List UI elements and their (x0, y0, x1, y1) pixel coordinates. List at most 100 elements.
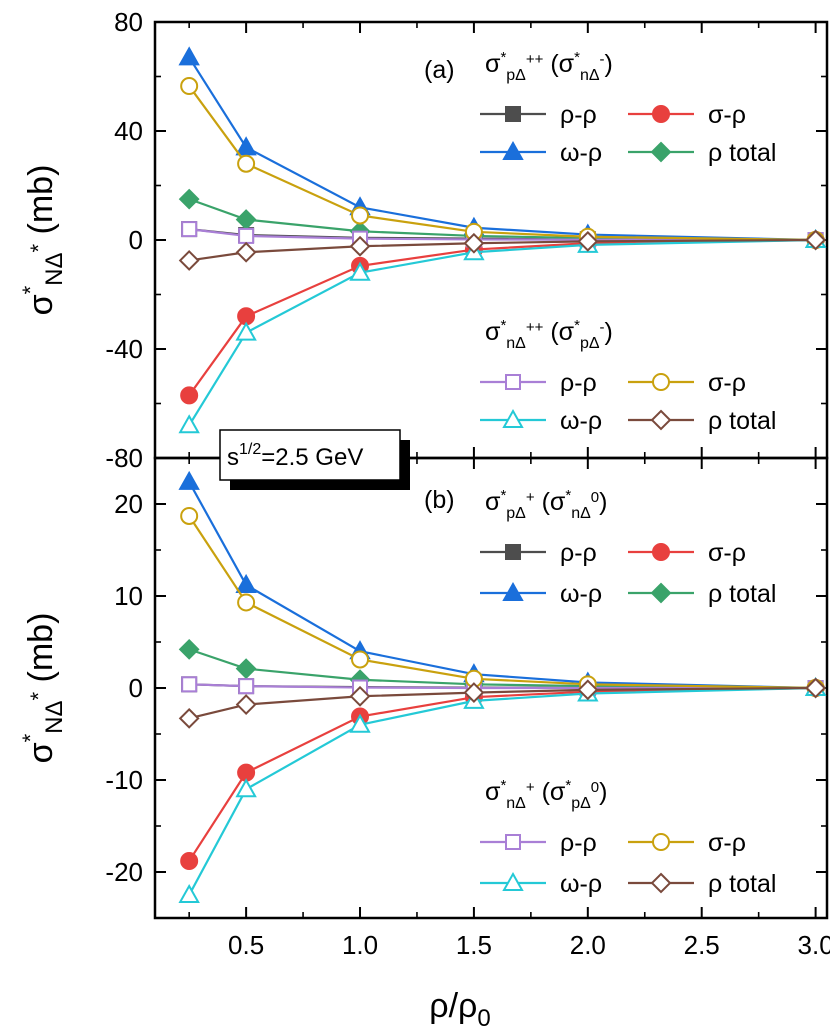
series-line (188, 85, 816, 242)
data-point (237, 154, 256, 173)
legend-marker (505, 544, 521, 560)
legend-header-0: σ*pΔ+ (σ*nΔ0) (485, 487, 607, 522)
x-tick-label: 2.5 (684, 930, 720, 960)
series-line (188, 515, 816, 690)
legend-label: ρ total (708, 407, 776, 435)
data-point (237, 593, 256, 612)
legend-label: σ-ρ (708, 101, 746, 129)
data-point (577, 679, 599, 701)
y-axis-label: σ*NΔ* (mb) (18, 165, 68, 316)
legend-label: σ-ρ (708, 539, 746, 567)
data-point (235, 241, 257, 263)
legend-label: ρ-ρ (560, 101, 597, 129)
legend-header-1: σ*nΔ+ (σ*pΔ0) (485, 777, 607, 812)
legend-marker (505, 834, 521, 850)
legend-label: σ-ρ (708, 829, 746, 857)
legend-entry: σ-ρ (628, 829, 746, 857)
data-point (178, 188, 200, 210)
legend-entry: ρ total (628, 407, 776, 435)
legend-label: ρ total (708, 870, 776, 898)
data-point (178, 883, 200, 903)
legend-marker (650, 409, 672, 431)
panel-label: (b) (424, 486, 455, 514)
data-point (180, 386, 199, 405)
legend-entry: ω-ρ (480, 580, 602, 608)
legend-entry: ρ total (628, 580, 776, 608)
legend-marker (505, 106, 521, 122)
legend-entry: σ-ρ (628, 539, 746, 567)
series-line (188, 648, 816, 690)
series-line (188, 686, 816, 862)
legend-entry: ρ total (628, 870, 776, 898)
data-point (235, 321, 257, 341)
series-line (188, 686, 816, 720)
legend-entry: σ-ρ (628, 101, 746, 129)
data-point (351, 650, 370, 669)
data-point (463, 232, 485, 254)
data-point (235, 694, 257, 715)
legend-marker (502, 871, 524, 891)
panel-label: (a) (424, 56, 455, 84)
series-line (188, 238, 816, 396)
legend-marker (652, 833, 670, 851)
legend-label: ρ total (708, 139, 776, 167)
legend-label: σ-ρ (708, 369, 746, 397)
y-tick-label: 40 (114, 116, 143, 146)
legend-label: ω-ρ (560, 580, 602, 608)
data-point (178, 638, 200, 660)
data-point (235, 778, 257, 798)
series-line (188, 686, 816, 896)
energy-annotation: s1/2=2.5 GeV (219, 429, 410, 490)
legend-marker (652, 373, 670, 391)
legend-label: ρ-ρ (560, 369, 597, 397)
y-tick-label: -80 (105, 443, 143, 473)
y-tick-label: 10 (114, 581, 143, 611)
legend-entry: ω-ρ (480, 139, 602, 167)
y-axis-label: σ*NΔ* (mb) (18, 613, 68, 764)
data-point (181, 676, 198, 693)
series-line (188, 481, 816, 690)
legend-label: ω-ρ (560, 139, 602, 167)
legend-entry: σ-ρ (628, 369, 746, 397)
legend-header-1: σ*nΔ++ (σ*pΔ-) (485, 317, 613, 352)
data-point (805, 677, 827, 699)
legend-label: ω-ρ (560, 407, 602, 435)
data-point (349, 261, 371, 281)
legend-entry: ρ-ρ (480, 369, 597, 397)
data-point (351, 206, 370, 225)
legend-entry: ρ-ρ (480, 101, 597, 129)
annotation-box (219, 429, 401, 481)
series-line (188, 56, 816, 242)
data-point (463, 682, 485, 704)
legend-entry: ρ total (628, 139, 776, 167)
legend-marker (502, 140, 524, 160)
data-point (805, 229, 827, 251)
x-tick-label: 1.0 (342, 930, 378, 960)
y-tick-label: 0 (129, 225, 143, 255)
annotation-text: s1/2=2.5 GeV (227, 441, 363, 471)
x-tick-label: 1.5 (456, 930, 492, 960)
data-point (180, 851, 199, 870)
y-tick-label: 20 (114, 489, 143, 519)
data-point (178, 250, 200, 271)
x-tick-label: 2.0 (570, 930, 606, 960)
legend-label: ρ-ρ (560, 539, 597, 567)
legend-label: ρ total (708, 580, 776, 608)
legend-marker (502, 408, 524, 428)
data-point (238, 678, 255, 695)
data-point (178, 414, 200, 434)
y-tick-label: -40 (105, 334, 143, 364)
y-tick-label: -10 (105, 765, 143, 795)
legend-marker (650, 872, 672, 894)
legend-entry: ω-ρ (480, 870, 602, 898)
x-tick-label: 3.0 (798, 930, 830, 960)
legend-marker (650, 582, 672, 604)
legend-marker (650, 141, 672, 163)
data-point (238, 227, 255, 244)
data-point (235, 209, 257, 230)
x-tick-label: 0.5 (228, 930, 264, 960)
data-point (235, 573, 257, 593)
